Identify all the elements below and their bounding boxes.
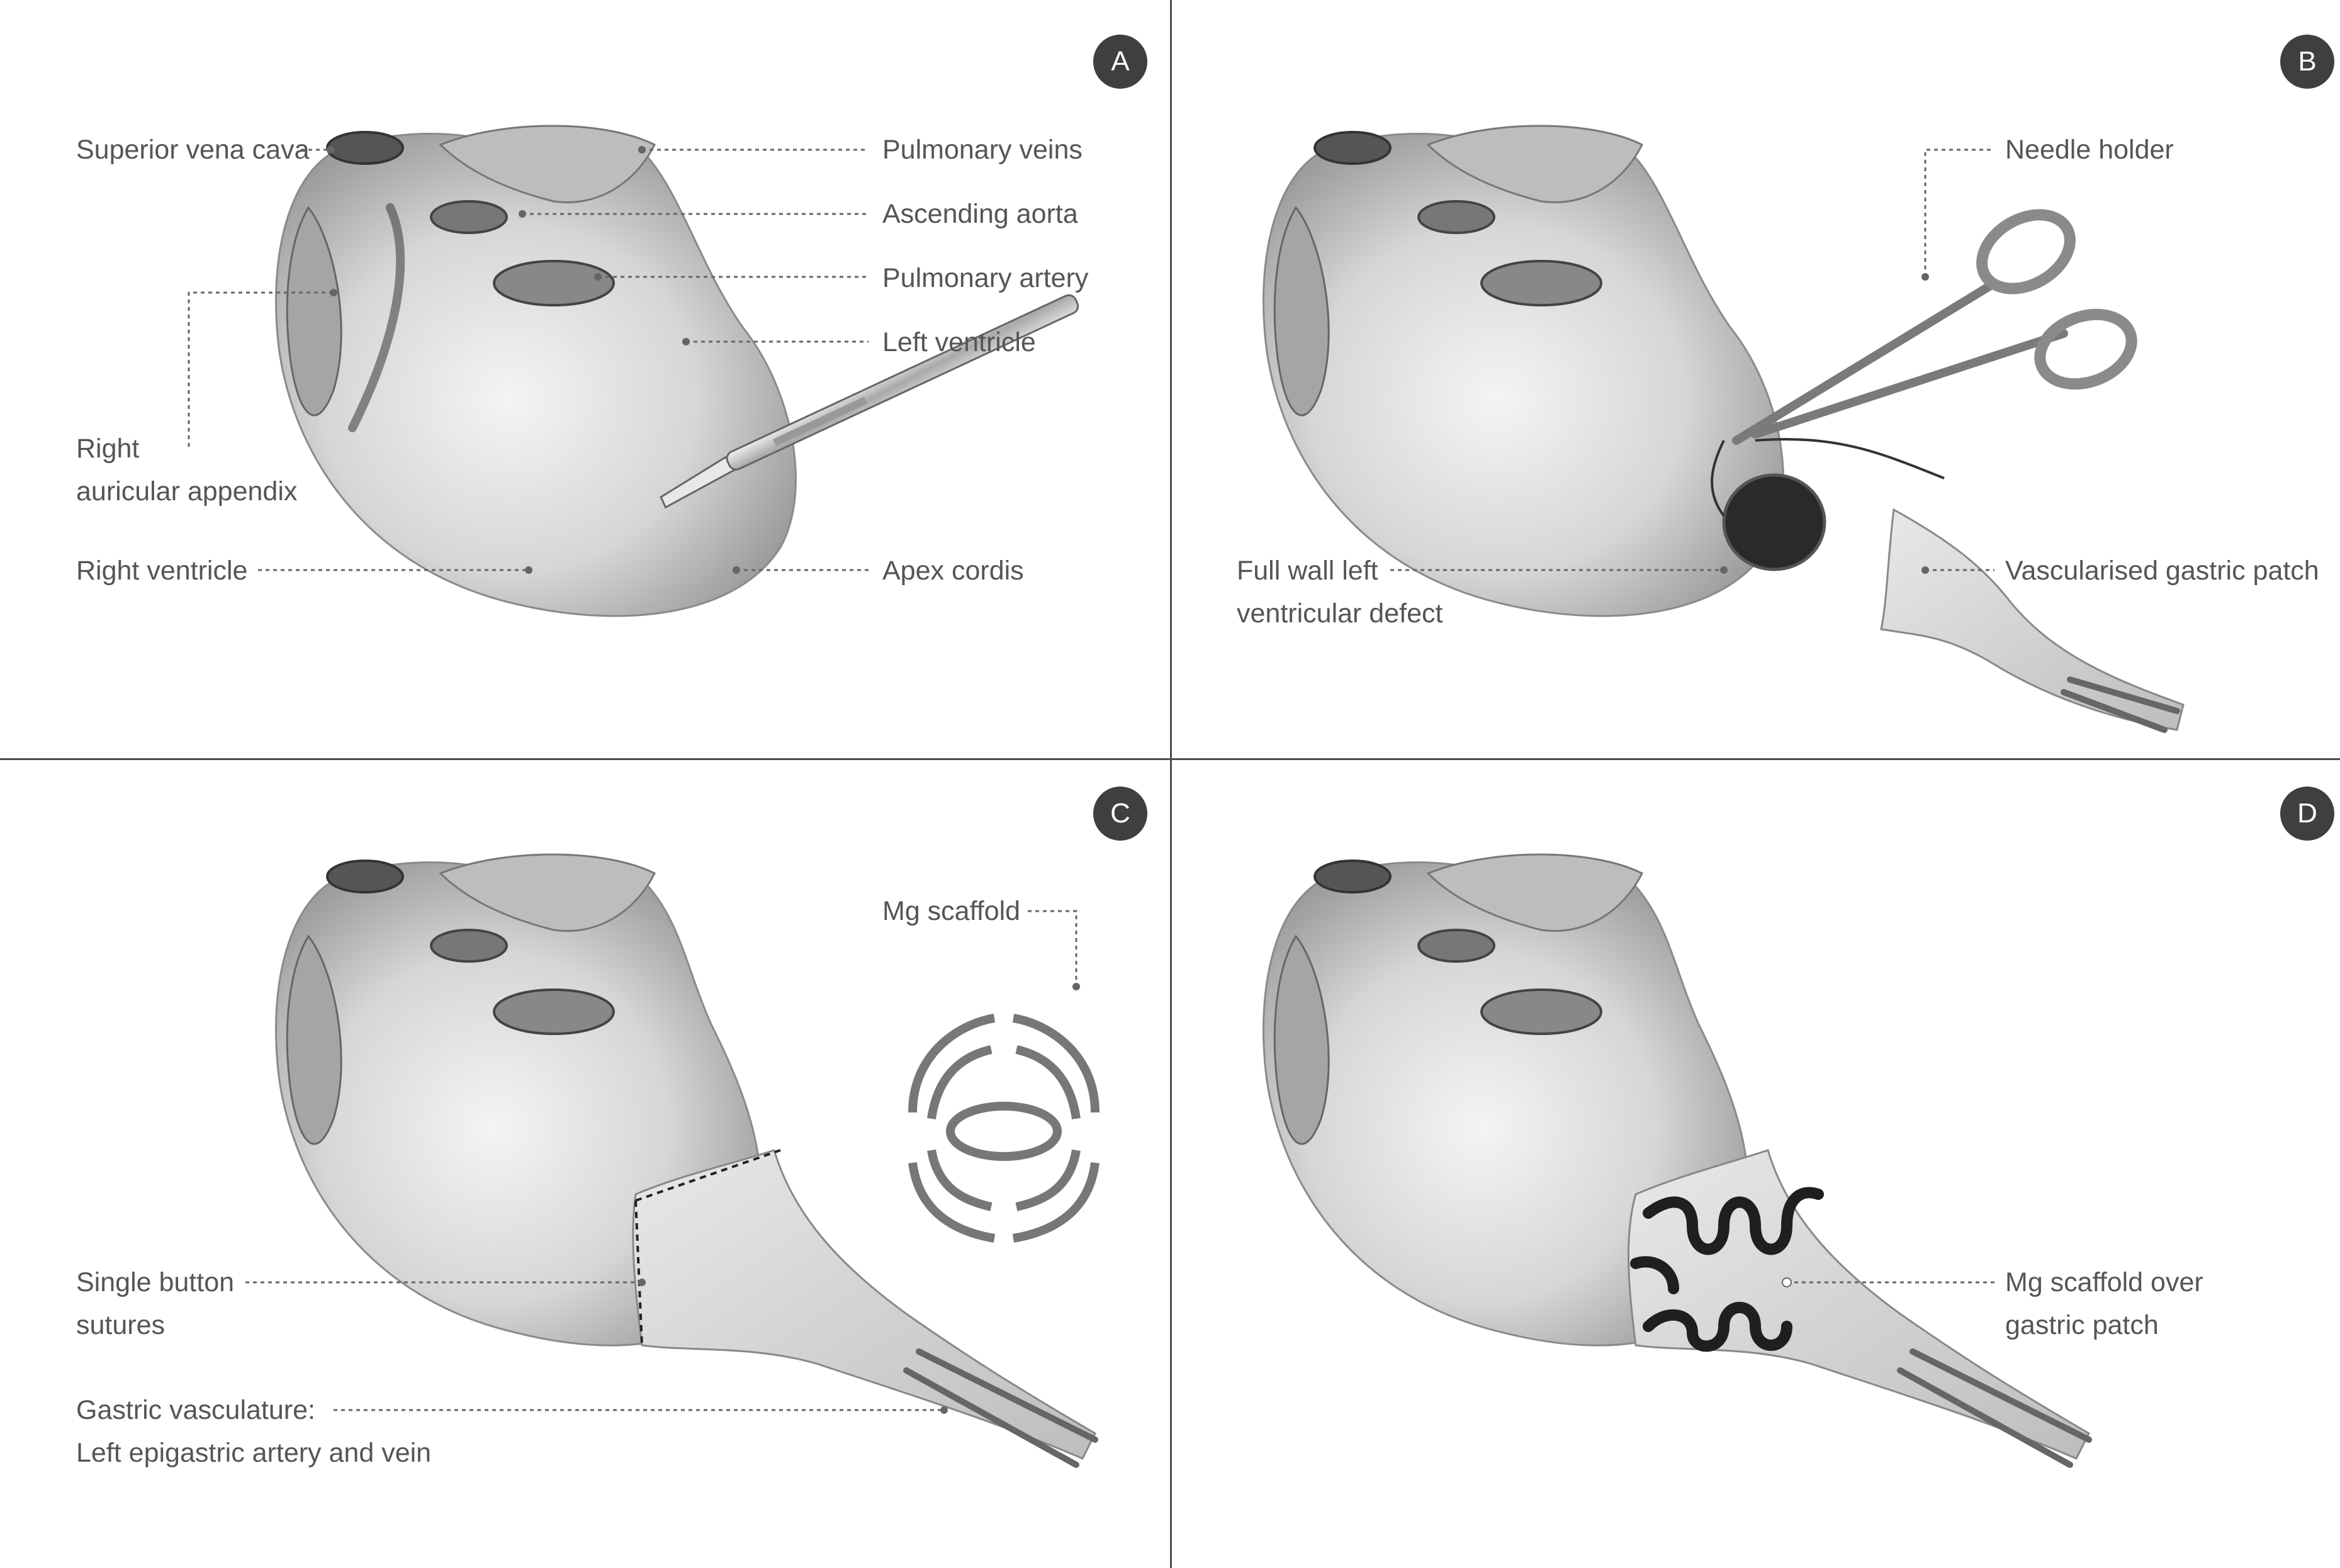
gastric-patch-b <box>1880 508 2185 733</box>
label-sutures-line1: Single button <box>76 1267 235 1297</box>
label-mg-scaffold: Mg scaffold <box>882 896 1021 926</box>
gastric-patch-c <box>632 1149 1098 1468</box>
panel-b: B Needle holder Full wall left ventricul… <box>1170 0 2340 784</box>
label-superior-vena-cava: Superior vena cava <box>76 135 310 165</box>
panel-d: D Mg scaffold over gastric patch <box>1170 760 2340 1544</box>
label-right-ventricle: Right ventricle <box>76 556 248 586</box>
vertical-divider <box>1170 0 1172 1568</box>
panel-c: C Mg scaffold Single button sutures Gast… <box>0 760 1170 1544</box>
label-defect-line1: Full wall left <box>1237 556 1378 586</box>
scalpel <box>660 294 1079 509</box>
leader-lines-b <box>1390 148 1994 574</box>
panel-b-badge: B <box>2280 35 2334 89</box>
label-needle-holder: Needle holder <box>2005 135 2174 165</box>
heart-illustration-d <box>1263 853 2092 1468</box>
panel-c-badge: C <box>1093 787 1147 841</box>
heart-b <box>1263 125 1826 617</box>
gastric-patch-d <box>1627 1149 2092 1468</box>
label-right-auricular-line1: Right <box>76 434 140 464</box>
heart-illustration-b <box>1263 125 2185 733</box>
label-left-ventricle: Left ventricle <box>882 327 1036 357</box>
panel-a-badge: A <box>1093 35 1147 89</box>
label-pulmonary-artery: Pulmonary artery <box>882 263 1089 293</box>
label-vasculature-line1: Gastric vasculature: <box>76 1395 315 1425</box>
heart-illustration-a <box>275 125 1079 617</box>
horizontal-divider <box>0 758 2340 760</box>
label-scaffold-over-line1: Mg scaffold over <box>2005 1267 2203 1297</box>
label-gastric-patch: Vascularised gastric patch <box>2005 556 2319 586</box>
panel-d-badge: D <box>2280 787 2334 841</box>
leader-lines-d <box>1782 1277 1994 1287</box>
label-defect-line2: ventricular defect <box>1237 598 1443 629</box>
leader-lines-c <box>245 910 1080 1414</box>
panel-a: A Superior vena cava Pulmonary veins Asc… <box>0 0 1170 784</box>
label-right-auricular-line2: auricular appendix <box>76 476 298 507</box>
label-ascending-aorta: Ascending aorta <box>882 199 1078 229</box>
label-scaffold-over-line2: gastric patch <box>2005 1310 2159 1340</box>
heart-d <box>1263 853 1750 1347</box>
label-vasculature-line2: Left epigastric artery and vein <box>76 1438 432 1468</box>
mg-scaffold-c <box>908 1014 1100 1243</box>
label-pulmonary-veins: Pulmonary veins <box>882 135 1083 165</box>
label-apex-cordis: Apex cordis <box>882 556 1024 586</box>
label-sutures-line2: sutures <box>76 1310 166 1340</box>
needle-holder-instrument <box>1711 209 2137 517</box>
leader-lines-a <box>188 146 869 574</box>
heart-illustration-c <box>275 853 1100 1468</box>
mg-scaffold-d <box>1630 1187 1824 1352</box>
